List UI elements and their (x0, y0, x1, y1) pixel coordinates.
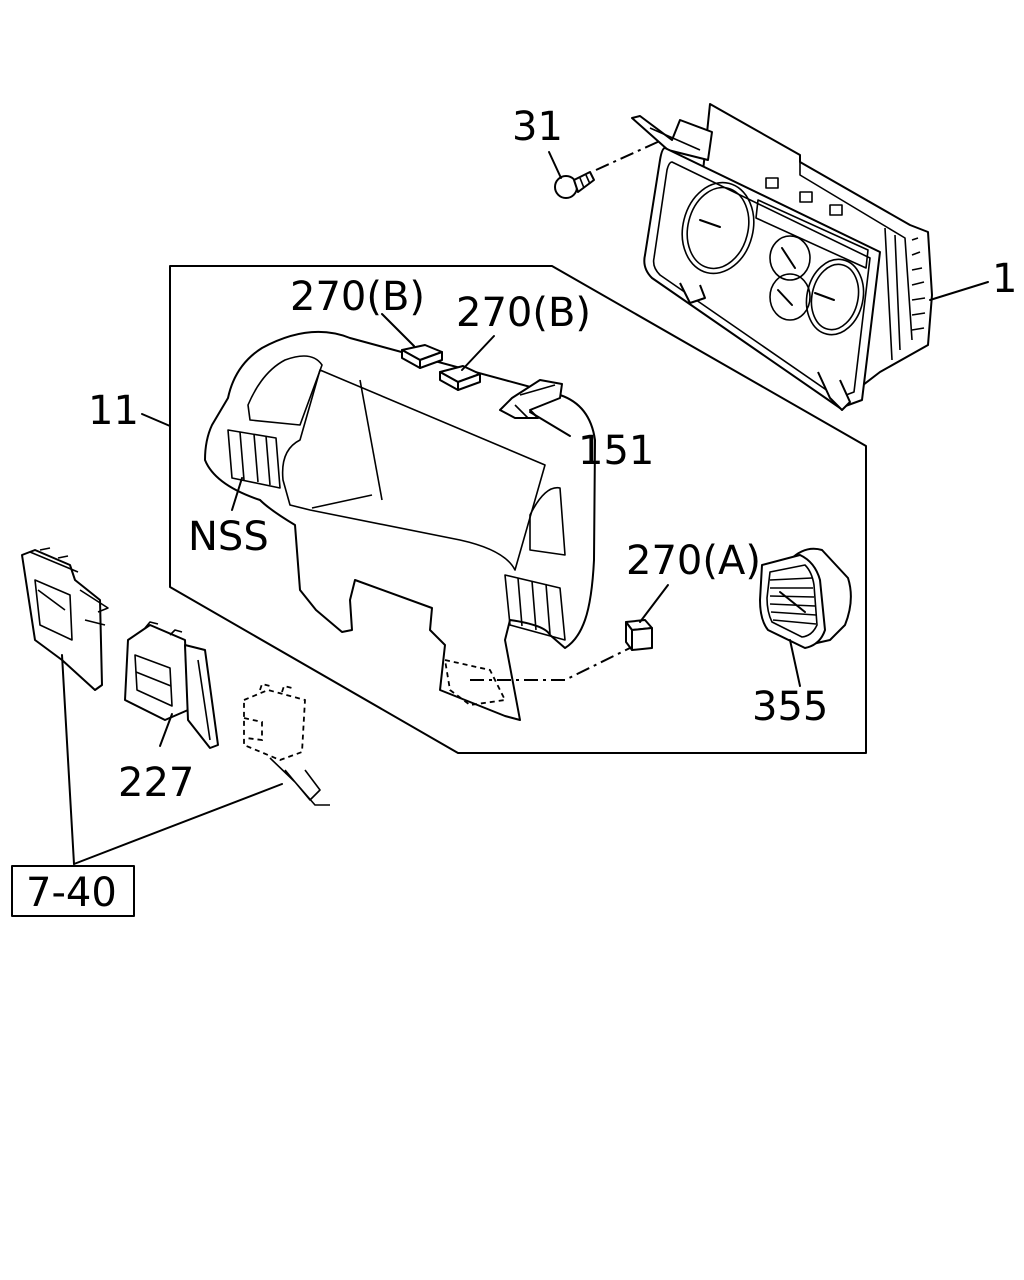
cluster-hood (204, 330, 631, 721)
callout-31: 31 (512, 104, 563, 150)
callout-355: 355 (752, 684, 828, 730)
reference-label: 7-40 (26, 870, 117, 916)
meter-cluster (595, 103, 933, 411)
pad-270b-2 (439, 365, 481, 391)
callout-270a: 270(A) (626, 538, 761, 584)
pad-270a (625, 619, 653, 651)
callout-151: 151 (578, 428, 654, 474)
callout-11: 11 (88, 388, 139, 434)
connector-harness (243, 682, 330, 806)
air-vent-355 (759, 547, 852, 649)
clip-151 (499, 379, 563, 419)
switch-227 (124, 621, 219, 749)
screw-31 (554, 171, 595, 199)
reference-box: 7-40 (11, 865, 135, 917)
pad-270b-1 (401, 344, 443, 369)
callout-1: 1 (992, 256, 1017, 302)
switch-bezel (21, 547, 109, 691)
callout-270b-1: 270(B) (290, 274, 425, 320)
group-frame-11 (169, 265, 867, 754)
leader-lines (61, 151, 989, 865)
callout-227: 227 (118, 760, 194, 806)
callout-nss: NSS (188, 514, 269, 560)
callout-270b-2: 270(B) (456, 290, 591, 336)
